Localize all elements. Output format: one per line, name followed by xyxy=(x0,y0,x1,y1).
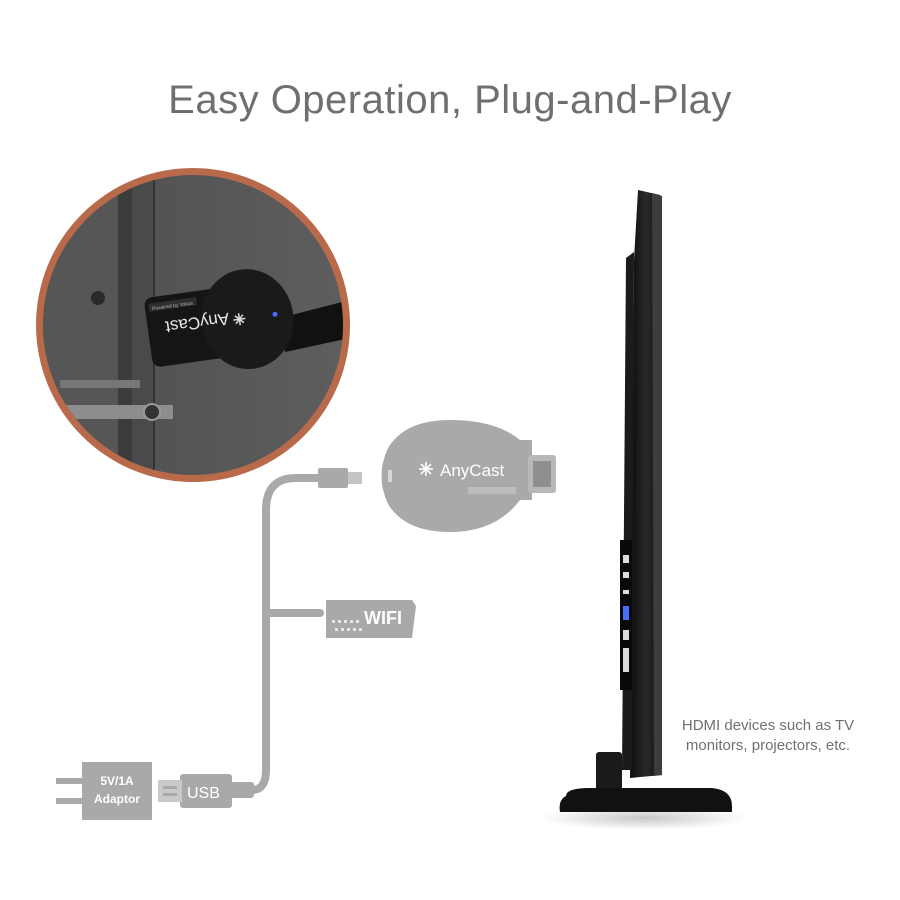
caption-line-2: monitors, projectors, etc. xyxy=(685,737,851,754)
wifi-label: WIFI xyxy=(364,608,402,628)
inset-closeup-photo: AnyCast Powered by Yokus xyxy=(36,168,350,482)
adaptor-label-line1: 5V/1A xyxy=(100,774,134,788)
adaptor-body xyxy=(82,762,152,820)
plug-prong-bottom xyxy=(56,798,84,804)
wifi-antenna-icon: WIFI xyxy=(326,600,416,638)
anycast-dongle-closeup: AnyCast Powered by Yokus xyxy=(144,269,294,370)
usb-plug-icon: USB xyxy=(158,774,254,808)
anycast-dongle: AnyCast xyxy=(381,420,556,532)
tv-stand-base xyxy=(559,788,732,812)
dongle-small-text: Powered by Yokus xyxy=(152,301,194,313)
plug-prong-top xyxy=(56,778,84,784)
tv-side-view xyxy=(539,190,749,830)
anycast-logo-icon xyxy=(419,462,433,476)
power-plug-icon: 5V/1A Adaptor xyxy=(56,762,152,820)
adaptor-label-line2: Adaptor xyxy=(94,792,140,806)
dongle-brand: AnyCast xyxy=(440,461,505,480)
usb-label: USB xyxy=(187,785,220,802)
usb-cable xyxy=(248,474,322,794)
hdmi-devices-caption: HDMI devices such as TV monitors, projec… xyxy=(650,716,886,756)
status-led xyxy=(272,311,278,317)
anycast-logo-icon xyxy=(233,313,246,326)
caption-line-1: HDMI devices such as TV xyxy=(681,717,855,734)
page-title: Easy Operation, Plug-and-Play xyxy=(168,78,732,122)
cable-diagram xyxy=(248,474,324,794)
tv-stand-neck xyxy=(596,752,622,798)
micro-usb-plug xyxy=(318,468,362,488)
